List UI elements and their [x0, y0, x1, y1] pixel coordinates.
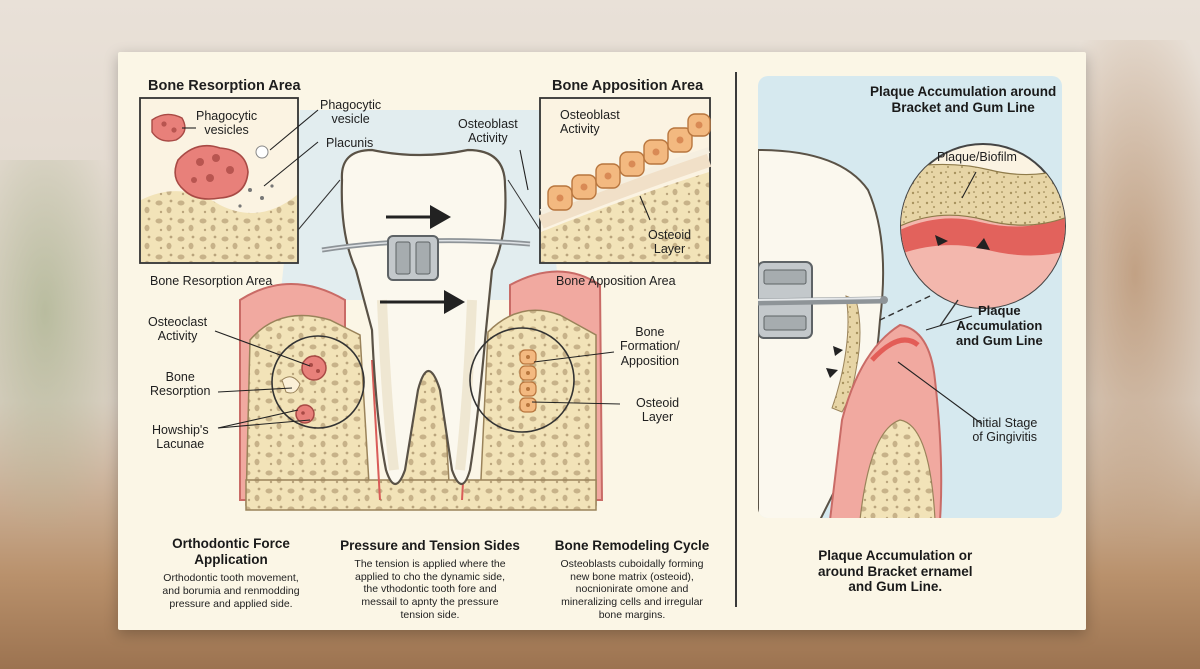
caption-force-title: Orthodontic Force Application	[172, 536, 290, 568]
label-plaque-gum-line: Plaque Accumulation and Gum Line	[956, 303, 1043, 348]
label-bone-formation: Bone Formation/ Apposition	[620, 325, 680, 368]
resorption-inset	[139, 97, 299, 264]
resorption-inset-title: Bone Resorption Area	[148, 78, 301, 94]
label-osteoid-layer: Osteoid Layer	[636, 396, 680, 425]
label-osteoclast-activity: Osteoclast Activity	[148, 315, 208, 344]
resorption-detail-circle	[271, 335, 365, 429]
label-bone-apposition-area: Bone Apposition Area	[556, 274, 676, 288]
label-phagocytic-vesicle: Phagocytic vesicle	[320, 98, 382, 127]
caption-pressure-title: Pressure and Tension Sides	[340, 538, 520, 553]
leader-lines	[182, 109, 983, 429]
label-osteoid-layer-inset: Osteoid Layer	[648, 228, 692, 257]
apposition-detail-circle	[469, 327, 575, 433]
caption-pressure-body: The tension is applied where the applied…	[354, 558, 506, 621]
label-osteoblast-activity-outer: Osteoblast Activity	[458, 117, 518, 146]
label-osteoblast-activity-inset: Osteoblast Activity	[560, 108, 620, 137]
caption-force-application: Orthodontic Force Application Orthodonti…	[146, 536, 316, 610]
label-plaque-biofilm: Plaque/Biofilm	[937, 150, 1017, 164]
apposition-inset-title: Bone Apposition Area	[552, 78, 704, 94]
plaque-caption: Plaque Accumulation or around Bracket er…	[818, 548, 973, 595]
caption-pressure-tension: Pressure and Tension Sides The tension i…	[332, 538, 528, 621]
caption-remodeling-cycle: Bone Remodeling Cycle Osteoblasts cuboid…	[542, 538, 722, 621]
caption-force-body: Orthodontic tooth movement, and borumia …	[162, 572, 300, 610]
panel-divider	[735, 72, 737, 607]
plaque-panel	[758, 76, 1066, 518]
background-plant-blur	[0, 160, 130, 540]
apposition-inset	[538, 97, 712, 264]
label-placunis: Placunis	[326, 136, 374, 150]
plaque-panel-title: Plaque Accumulation around Bracket and G…	[870, 84, 1057, 115]
label-phagocytic-vesicles: Phagocytic vesicles	[196, 109, 258, 138]
label-howships-lacunae: Howship's Lacunae	[152, 423, 209, 452]
label-bone-resorption: Bone Resorption	[150, 370, 211, 399]
caption-remodeling-body: Osteoblasts cuboidally forming new bone …	[560, 558, 704, 621]
caption-remodeling-title: Bone Remodeling Cycle	[554, 538, 710, 553]
label-initial-gingivitis: Initial Stage of Gingivitis	[972, 416, 1038, 445]
label-bone-resorption-area: Bone Resorption Area	[150, 274, 273, 288]
